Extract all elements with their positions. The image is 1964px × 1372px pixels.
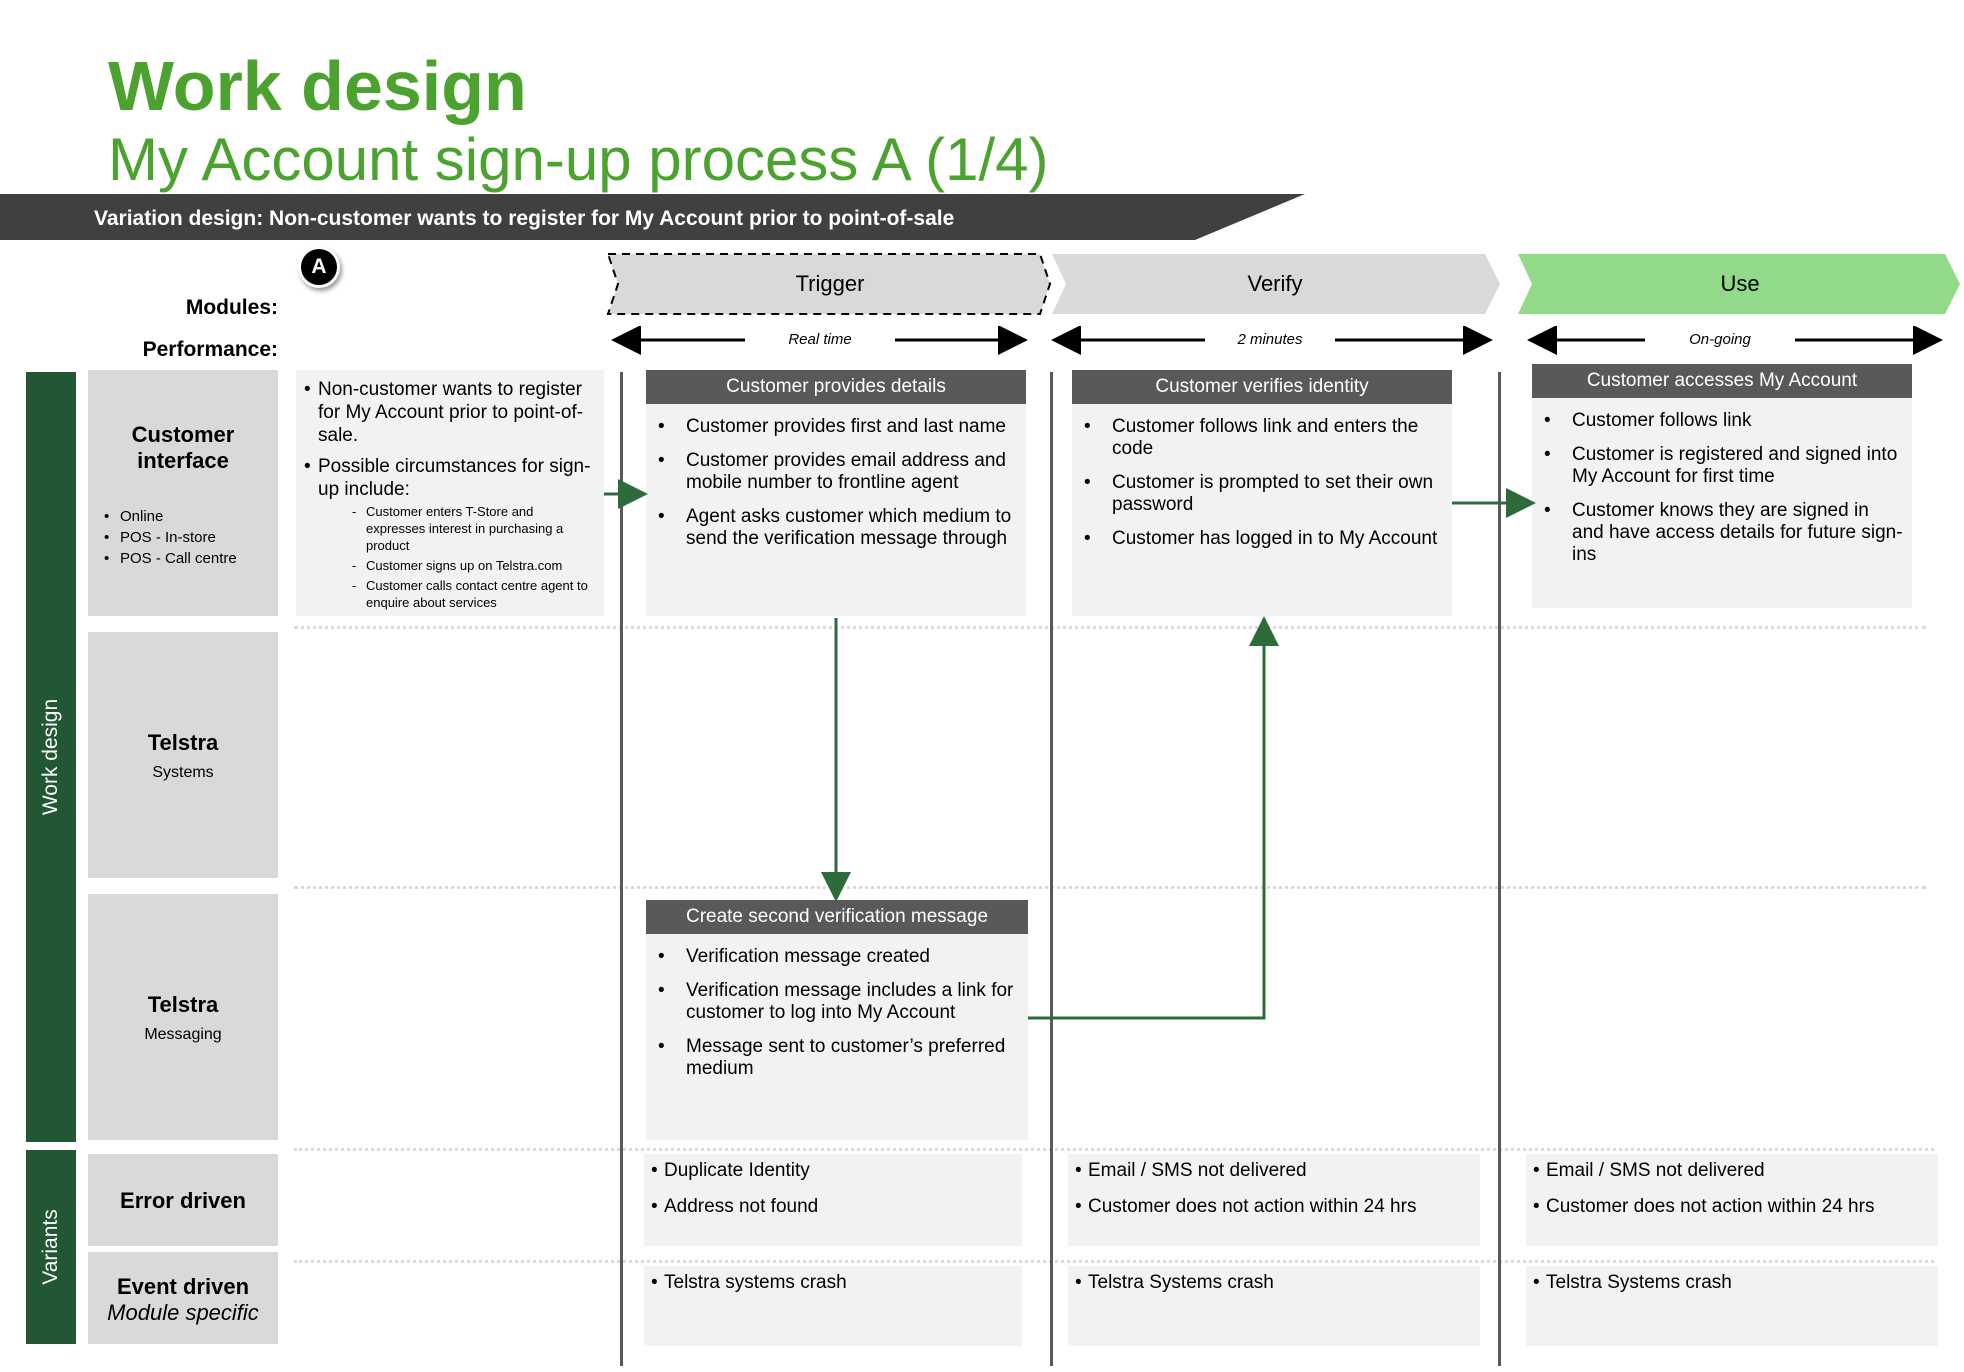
lane-event-driven-sub: Module specific	[107, 1300, 259, 1325]
module-divider	[1498, 372, 1501, 1366]
perf-trigger: Real time	[788, 331, 852, 348]
lane-telstra-messaging-sub: Messaging	[144, 1026, 222, 1043]
lane-telstra-messaging-title: Telstra	[147, 992, 219, 1017]
error-item: Duplicate Identity	[651, 1160, 1014, 1182]
card-second-verification-message: Create second verification message Verif…	[646, 900, 1028, 1140]
lane-telstra-messaging: Telstra Messaging	[88, 894, 278, 1140]
error-box-verify: Email / SMS not delivered Customer does …	[1068, 1154, 1480, 1246]
channel-list: Online POS - In-store POS - Call centre	[88, 506, 278, 569]
badge-label: A	[311, 255, 327, 278]
error-item: Customer does not action within 24 hrs	[1533, 1196, 1930, 1218]
card-item: Verification message created	[658, 946, 1020, 968]
card-item: Customer provides first and last name	[658, 416, 1018, 438]
module-divider	[1050, 372, 1053, 1366]
intro-box: Non-customer wants to register for My Ac…	[296, 370, 604, 616]
card-item: Customer follows link	[1544, 410, 1904, 432]
card-title: Customer provides details	[646, 370, 1026, 404]
module-divider	[620, 372, 623, 1366]
card-customer-verifies-identity: Customer verifies identity Customer foll…	[1072, 370, 1452, 616]
event-box-verify: Telstra Systems crash	[1068, 1266, 1480, 1346]
error-item: Email / SMS not delivered	[1075, 1160, 1472, 1182]
lane-error-driven: Error driven	[88, 1154, 278, 1246]
sidebar-work-design-label: Work design	[39, 698, 62, 816]
card-item: Agent asks customer which medium to send…	[658, 506, 1018, 550]
card-customer-accesses-account: Customer accesses My Account Customer fo…	[1532, 364, 1912, 608]
card-item: Customer follows link and enters the cod…	[1084, 416, 1444, 460]
card-item: Verification message includes a link for…	[658, 980, 1020, 1024]
card-customer-provides-details: Customer provides details Customer provi…	[646, 370, 1026, 616]
card-title: Customer verifies identity	[1072, 370, 1452, 404]
module-chevrons	[606, 253, 1960, 315]
intro-sub-item: Customer enters T-Store and expresses in…	[352, 503, 596, 554]
card-item: Customer is prompted to set their own pa…	[1084, 472, 1444, 516]
lane-customer-interface-title: Customer interface	[131, 422, 235, 473]
lane-telstra-systems-title: Telstra	[147, 730, 219, 755]
banner-shape	[0, 194, 1305, 240]
intro-bullet: Non-customer wants to register for My Ac…	[304, 378, 596, 447]
card-list: Customer follows link Customer is regist…	[1532, 398, 1912, 566]
intro-bullet: Possible circumstances for sign-up inclu…	[304, 455, 596, 501]
page-title: Work design	[108, 47, 527, 125]
performance-arrows	[611, 326, 1943, 355]
perf-verify: 2 minutes	[1237, 331, 1303, 348]
lane-telstra-systems-sub: Systems	[152, 764, 214, 781]
card-list: Customer provides first and last name Cu…	[646, 404, 1026, 550]
card-title: Create second verification message	[646, 900, 1028, 934]
error-item: Address not found	[651, 1196, 1014, 1218]
sidebar-variants: Variants	[26, 1150, 76, 1344]
channel-item: Online	[104, 506, 278, 527]
perf-use: On-going	[1689, 331, 1751, 348]
variation-banner: Variation design: Non-customer wants to …	[94, 207, 955, 230]
module-use: Use	[1720, 271, 1760, 296]
row-divider	[294, 1148, 1934, 1151]
card-list: Customer follows link and enters the cod…	[1072, 404, 1452, 550]
card-list: Verification message created Verificatio…	[646, 934, 1028, 1080]
event-box-trigger: Telstra systems crash	[644, 1266, 1022, 1346]
card-item: Customer has logged in to My Account	[1084, 528, 1444, 550]
lane-event-driven: Event driven Module specific	[88, 1252, 278, 1344]
badge-a: A	[298, 246, 340, 288]
sidebar-work-design: Work design	[26, 372, 76, 1142]
error-box-trigger: Duplicate Identity Address not found	[644, 1154, 1022, 1246]
sidebar-variants-label: Variants	[39, 1209, 62, 1285]
error-box-use: Email / SMS not delivered Customer does …	[1526, 1154, 1938, 1246]
module-trigger: Trigger	[795, 271, 865, 296]
intro-sub-item: Customer signs up on Telstra.com	[352, 557, 596, 574]
event-item: Telstra systems crash	[651, 1272, 1014, 1294]
row-divider	[294, 626, 1926, 629]
card-item: Customer knows they are signed in and ha…	[1544, 500, 1904, 566]
modules-label: Modules:	[185, 296, 278, 319]
arrow-message-to-verify	[1028, 616, 1279, 1020]
error-item: Customer does not action within 24 hrs	[1075, 1196, 1472, 1218]
lane-error-driven-title: Error driven	[120, 1188, 246, 1213]
channel-item: POS - In-store	[104, 527, 278, 548]
lane-event-driven-title: Event driven	[116, 1274, 250, 1299]
row-divider	[294, 886, 1926, 889]
intro-sub-item: Customer calls contact centre agent to e…	[352, 577, 596, 611]
page-subtitle: My Account sign-up process A (1/4)	[108, 126, 1049, 193]
error-item: Email / SMS not delivered	[1533, 1160, 1930, 1182]
card-item: Customer is registered and signed into M…	[1544, 444, 1904, 488]
performance-label: Performance:	[142, 338, 278, 361]
card-item: Customer provides email address and mobi…	[658, 450, 1018, 494]
card-item: Message sent to customer’s preferred med…	[658, 1036, 1020, 1080]
channel-item: POS - Call centre	[104, 548, 278, 569]
event-box-use: Telstra Systems crash	[1526, 1266, 1938, 1346]
lane-customer-interface: Customer interface Online POS - In-store…	[88, 370, 278, 616]
lane-telstra-systems: Telstra Systems	[88, 632, 278, 878]
card-title: Customer accesses My Account	[1532, 364, 1912, 398]
event-item: Telstra Systems crash	[1533, 1272, 1930, 1294]
row-divider	[294, 1260, 1934, 1263]
event-item: Telstra Systems crash	[1075, 1272, 1472, 1294]
module-verify: Verify	[1247, 271, 1303, 296]
